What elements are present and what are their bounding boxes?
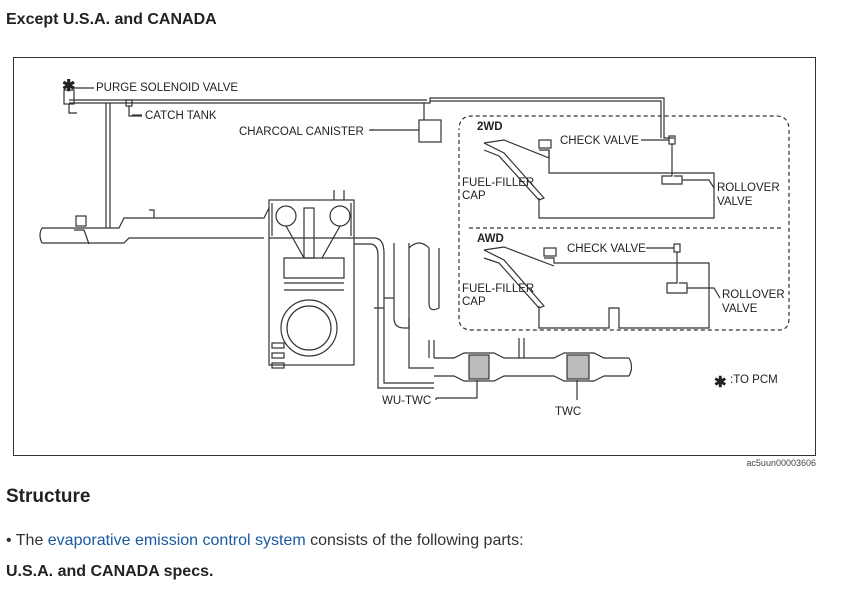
label-wu-twc: WU-TWC	[382, 395, 431, 407]
label-fuel-filler-awd-1: FUEL-FILLER	[462, 283, 534, 295]
specs-heading: U.S.A. and CANADA specs.	[6, 563, 214, 580]
tank-2wd	[538, 149, 715, 219]
engine-block	[268, 199, 355, 366]
filler-neck-awd	[483, 249, 546, 309]
exhaust-pipe-bottom	[434, 375, 629, 382]
charcoal-canister	[418, 119, 442, 143]
label-charcoal-canister: CHARCOAL CANISTER	[239, 126, 364, 138]
bullet-prefix: The	[15, 532, 48, 549]
label-awd: AWD	[477, 233, 504, 245]
exhaust-manifold-1	[354, 237, 434, 384]
label-twc: TWC	[555, 406, 581, 418]
label-rollover-2wd-1: ROLLOVER	[717, 182, 780, 194]
bullet-suffix: consists of the following parts:	[305, 532, 524, 549]
structure-title: Structure	[6, 486, 91, 507]
structure-bullet: • The evaporative emission control syste…	[6, 532, 524, 550]
exhaust-valve	[329, 205, 351, 227]
section-heading: Except U.S.A. and CANADA	[6, 11, 217, 28]
tank-area-outline	[458, 115, 790, 331]
label-fuel-filler-awd-2: CAP	[462, 296, 486, 308]
wu-twc-core	[468, 354, 490, 380]
evap-system-diagram: ✱ PURGE SOLENOID VALVE CATCH TANK CHARCO…	[13, 57, 816, 456]
label-catch-tank: CATCH TANK	[145, 110, 217, 122]
piston	[283, 257, 345, 279]
intake-pipe-bottom	[42, 237, 264, 244]
label-2wd: 2WD	[477, 121, 503, 133]
canister-to-check-line-2	[430, 100, 662, 138]
purge-to-intake-line	[105, 103, 111, 228]
tank-awd	[538, 257, 710, 329]
check-valve-2wd	[668, 135, 676, 145]
exhaust-pipe-top	[434, 352, 629, 359]
label-check-valve-awd: CHECK VALVE	[567, 243, 646, 255]
canister-to-check-line	[424, 97, 674, 139]
intake-valve	[275, 205, 297, 227]
purge-line-top	[69, 102, 425, 120]
filler-neck-2wd	[483, 142, 546, 201]
label-fuel-filler-2wd-1: FUEL-FILLER	[462, 177, 534, 189]
crankshaft-pulley	[280, 299, 338, 357]
twc-core	[566, 354, 590, 380]
label-rollover-awd-2: VALVE	[722, 303, 758, 315]
asterisk-marker: ✱	[62, 78, 75, 95]
diagram-svg: ✱ PURGE SOLENOID VALVE CATCH TANK CHARCO…	[39, 78, 790, 418]
label-rollover-2wd-2: VALVE	[717, 196, 753, 208]
check-valve-awd	[673, 243, 681, 253]
label-purge-solenoid-valve: PURGE SOLENOID VALVE	[96, 82, 238, 94]
evap-system-link[interactable]: evaporative emission control system	[47, 532, 306, 549]
bullet-marker: •	[6, 532, 12, 549]
figure-code: ac5uun00003606	[746, 458, 816, 468]
intake-sensor	[75, 215, 87, 227]
label-to-pcm: :TO PCM	[730, 374, 778, 386]
legend-asterisk: ✱	[714, 374, 727, 391]
label-fuel-filler-2wd-2: CAP	[462, 190, 486, 202]
label-check-valve-2wd: CHECK VALVE	[560, 135, 639, 147]
intake-pipe-top	[42, 207, 270, 229]
label-rollover-awd-1: ROLLOVER	[722, 289, 785, 301]
